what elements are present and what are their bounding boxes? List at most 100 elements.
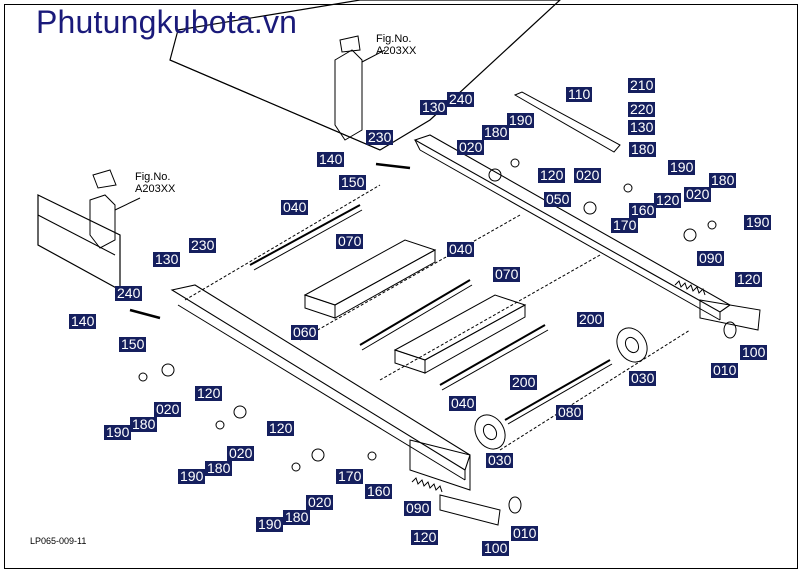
part-label-020[interactable]: 020 (306, 494, 334, 510)
washer-020-a (488, 168, 502, 182)
part-label-150[interactable]: 150 (339, 174, 367, 190)
spring-090-upper (674, 280, 706, 296)
part-label-040[interactable]: 040 (447, 241, 475, 257)
part-label-180[interactable]: 180 (709, 172, 737, 188)
part-label-140[interactable]: 140 (69, 313, 97, 329)
fig-ref-lower: Fig.No. A203XX (135, 171, 175, 195)
part-label-180[interactable]: 180 (130, 416, 158, 432)
part-label-130[interactable]: 130 (628, 119, 656, 135)
part-label-220[interactable]: 220 (628, 101, 656, 117)
rod-100-lower (439, 494, 501, 526)
part-label-120[interactable]: 120 (195, 385, 223, 401)
part-label-080[interactable]: 080 (556, 404, 584, 420)
washer-020-c (683, 228, 697, 242)
part-label-180[interactable]: 180 (205, 460, 233, 476)
part-label-170[interactable]: 170 (611, 217, 639, 233)
part-label-020[interactable]: 020 (457, 139, 485, 155)
part-label-070[interactable]: 070 (336, 233, 364, 249)
part-label-190[interactable]: 190 (104, 424, 132, 440)
part-label-100[interactable]: 100 (482, 540, 510, 556)
part-label-090[interactable]: 090 (404, 500, 432, 516)
part-label-090[interactable]: 090 (697, 250, 725, 266)
brand-watermark: Phutungkubota.vn (36, 4, 298, 40)
shaft-040-b (359, 279, 471, 346)
part-label-130[interactable]: 130 (153, 251, 181, 267)
part-label-150[interactable]: 150 (119, 336, 147, 352)
part-label-160[interactable]: 160 (629, 202, 657, 218)
spring-090-lower (411, 477, 443, 493)
part-label-190[interactable]: 190 (668, 159, 696, 175)
part-label-020[interactable]: 020 (684, 186, 712, 202)
part-label-070[interactable]: 070 (493, 266, 521, 282)
fig-ref-upper-number: A203XX (376, 45, 417, 57)
part-label-190[interactable]: 190 (256, 516, 284, 532)
part-label-010[interactable]: 010 (711, 362, 739, 378)
part-label-030[interactable]: 030 (629, 370, 657, 386)
washer-180-e (215, 420, 225, 430)
washer-020-b (583, 201, 597, 215)
part-label-140[interactable]: 140 (317, 151, 345, 167)
bracket-110 (513, 91, 621, 153)
part-label-180[interactable]: 180 (283, 509, 311, 525)
part-label-210[interactable]: 210 (628, 77, 656, 93)
part-label-130[interactable]: 130 (420, 99, 448, 115)
pulley-030-upper (616, 327, 648, 363)
part-label-180[interactable]: 180 (482, 124, 510, 140)
part-label-170[interactable]: 170 (336, 468, 364, 484)
fig-ref-lower-number: A203XX (135, 183, 176, 195)
part-label-040[interactable]: 040 (449, 395, 477, 411)
washer-020-f (311, 448, 325, 462)
washer-180-a (510, 158, 520, 168)
part-label-230[interactable]: 230 (366, 129, 394, 145)
part-label-030[interactable]: 030 (486, 452, 514, 468)
upper-bracket (334, 49, 363, 141)
part-label-120[interactable]: 120 (735, 271, 763, 287)
bolt-140-lower (129, 308, 161, 320)
washer-020-d (161, 363, 175, 377)
washer-020-e (233, 405, 247, 419)
fig-ref-lower-label: Fig.No. (135, 171, 171, 183)
washer-180-d (138, 372, 148, 382)
collar-010-lower (508, 496, 522, 514)
part-label-200[interactable]: 200 (577, 311, 605, 327)
rod-100-upper (699, 299, 761, 331)
part-label-010[interactable]: 010 (511, 525, 539, 541)
part-label-020[interactable]: 020 (227, 445, 255, 461)
part-label-120[interactable]: 120 (267, 420, 295, 436)
washer-180-f (291, 462, 301, 472)
pulley-030-lower (474, 414, 506, 450)
lower-bracket (89, 194, 116, 249)
part-label-020[interactable]: 020 (154, 401, 182, 417)
lower-frame-rail (37, 194, 121, 292)
part-label-190[interactable]: 190 (507, 112, 535, 128)
part-label-020[interactable]: 020 (574, 167, 602, 183)
washer-160-b (367, 451, 377, 461)
shaft-080 (504, 359, 611, 421)
washer-180-c (707, 220, 717, 230)
part-label-230[interactable]: 230 (189, 237, 217, 253)
part-label-190[interactable]: 190 (744, 214, 772, 230)
part-label-120[interactable]: 120 (654, 192, 682, 208)
part-label-050[interactable]: 050 (544, 191, 572, 207)
diagram-frame (4, 4, 798, 569)
drawing-code: LP065-009-11 (30, 536, 87, 546)
left-plate-end (409, 439, 471, 491)
collar-010-upper (723, 321, 737, 339)
shaft-040-a (249, 204, 361, 266)
fig-ref-upper: Fig.No. A203XX (376, 33, 416, 57)
part-label-100[interactable]: 100 (740, 344, 768, 360)
part-label-240[interactable]: 240 (115, 285, 143, 301)
part-label-110[interactable]: 110 (566, 86, 593, 102)
bolt-140-upper (375, 162, 411, 170)
part-label-160[interactable]: 160 (365, 483, 393, 499)
part-label-200[interactable]: 200 (510, 374, 538, 390)
part-label-120[interactable]: 120 (538, 167, 566, 183)
part-label-040[interactable]: 040 (281, 199, 309, 215)
part-label-180[interactable]: 180 (629, 141, 657, 157)
fig-ref-upper-label: Fig.No. (376, 33, 412, 45)
part-label-190[interactable]: 190 (178, 468, 206, 484)
part-label-060[interactable]: 060 (291, 324, 319, 340)
part-label-120[interactable]: 120 (411, 529, 439, 545)
part-label-240[interactable]: 240 (447, 91, 475, 107)
